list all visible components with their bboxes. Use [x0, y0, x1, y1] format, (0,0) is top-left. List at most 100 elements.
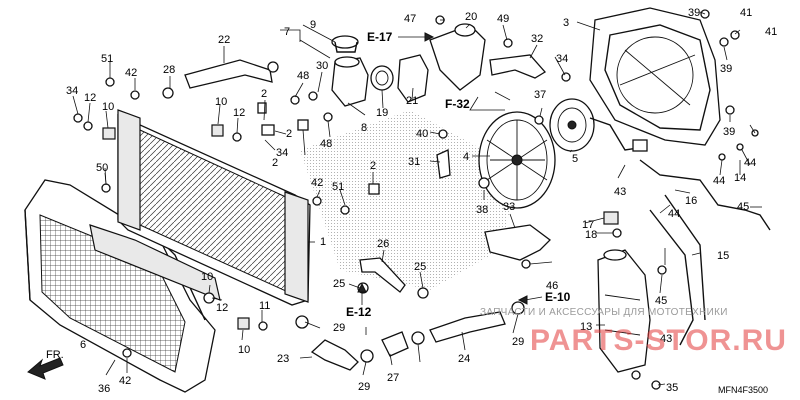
cooling-fan: [478, 111, 556, 209]
callout-44: 44: [668, 208, 680, 220]
callout-51: 51: [332, 181, 344, 193]
callout-2: 2: [261, 88, 267, 100]
callout-15: 15: [717, 250, 729, 262]
callout-1: 1: [320, 236, 326, 248]
callout-44: 44: [713, 175, 725, 187]
front-label: FR.: [46, 349, 64, 361]
callout-42: 42: [125, 67, 137, 79]
callout-4: 4: [463, 151, 469, 163]
callout-8: 8: [361, 122, 367, 134]
fan-shroud: [589, 7, 721, 146]
callout-12: 12: [233, 107, 245, 119]
radiator-core: [89, 109, 311, 306]
callout-37: 37: [534, 89, 546, 101]
hoses: [184, 59, 771, 371]
callout-44: 44: [744, 157, 756, 169]
watermark-big-text: PARTS-STOR.RU: [530, 324, 787, 357]
leader-lines: [72, 11, 762, 386]
fasteners: [73, 9, 759, 390]
callout-12: 12: [84, 92, 96, 104]
callout-39: 39: [688, 7, 700, 19]
callout-34: 34: [276, 147, 288, 159]
watermark-small-text: ЗАПЧАСТИ И АКСЕССУАРЫ ДЛЯ МОТОТЕХНИКИ: [480, 307, 728, 318]
wing-logo-background: [300, 110, 520, 290]
callout-43: 43: [660, 333, 672, 345]
callout-31: 31: [408, 156, 420, 168]
callout-10: 10: [201, 271, 213, 283]
callout-50: 50: [96, 162, 108, 174]
callout-20: 20: [465, 11, 477, 23]
callout-10: 10: [238, 344, 250, 356]
radiator-shroud: [24, 179, 216, 393]
callout-39: 39: [723, 126, 735, 138]
ref-e10: E-10: [545, 290, 571, 304]
callout-12: 12: [216, 302, 228, 314]
callout-40: 40: [416, 128, 428, 140]
callout-29: 29: [333, 322, 345, 334]
callout-42: 42: [119, 375, 131, 387]
callout-25: 25: [333, 278, 345, 290]
ref-e17: E-17: [367, 30, 393, 44]
callout-7: 7: [284, 26, 290, 38]
reference-labels: E-17 F-32 E-10 E-12: [346, 30, 571, 319]
callout-51: 51: [101, 53, 113, 65]
thermostat-housing: [331, 23, 486, 107]
callout-3: 3: [563, 17, 569, 29]
callout-32: 32: [531, 33, 543, 45]
callout-49: 49: [497, 13, 509, 25]
callout-13: 13: [580, 321, 592, 333]
callout-numbers: 1 2 2 2 2 3 4 5 6 7 8 9 10 10 10 10 11 1…: [66, 7, 777, 395]
callout-48: 48: [320, 138, 332, 150]
callout-38: 38: [476, 204, 488, 216]
callout-34: 34: [66, 85, 78, 97]
fan-motor: [549, 98, 648, 152]
callout-17: 17: [582, 219, 594, 231]
callout-10: 10: [215, 96, 227, 108]
diagram-code: MFN4F3500: [718, 385, 768, 395]
callout-14: 14: [734, 172, 746, 184]
callout-39: 39: [720, 63, 732, 75]
callout-46: 46: [546, 280, 558, 292]
callout-2: 2: [286, 128, 292, 140]
callout-2: 2: [370, 160, 376, 172]
callout-29: 29: [512, 336, 524, 348]
watermark: ЗАПЧАСТИ И АКСЕССУАРЫ ДЛЯ МОТОТЕХНИКИ PA…: [480, 307, 787, 357]
callout-45: 45: [737, 201, 749, 213]
callout-30: 30: [316, 60, 328, 72]
callout-24: 24: [458, 353, 470, 365]
callout-23: 23: [277, 353, 289, 365]
callout-47: 47: [404, 13, 416, 25]
callout-42: 42: [311, 177, 323, 189]
callout-35: 35: [666, 382, 678, 394]
reserve-tank: [597, 249, 651, 373]
callout-10: 10: [102, 101, 114, 113]
ref-e12: E-12: [346, 305, 372, 319]
callout-16: 16: [685, 195, 697, 207]
callout-36: 36: [98, 383, 110, 395]
callout-41: 41: [765, 26, 777, 38]
brackets: [484, 54, 551, 261]
callout-28: 28: [163, 64, 175, 76]
callout-45: 45: [655, 295, 667, 307]
callout-9: 9: [310, 19, 316, 31]
ref-f32: F-32: [445, 97, 470, 111]
callout-48: 48: [297, 70, 309, 82]
callout-6: 6: [80, 339, 86, 351]
callout-27: 27: [387, 372, 399, 384]
callout-33: 33: [503, 201, 515, 213]
callout-34: 34: [556, 53, 568, 65]
callout-26: 26: [377, 238, 389, 250]
callout-29: 29: [358, 381, 370, 393]
callout-21: 21: [406, 95, 418, 107]
callout-25: 25: [414, 261, 426, 273]
callout-41: 41: [740, 7, 752, 19]
front-arrow: FR.: [27, 349, 64, 380]
callout-43: 43: [614, 186, 626, 198]
callout-5: 5: [572, 153, 578, 165]
callout-2: 2: [272, 157, 278, 169]
callout-22: 22: [218, 34, 230, 46]
callout-19: 19: [376, 107, 388, 119]
callout-11: 11: [259, 300, 270, 312]
